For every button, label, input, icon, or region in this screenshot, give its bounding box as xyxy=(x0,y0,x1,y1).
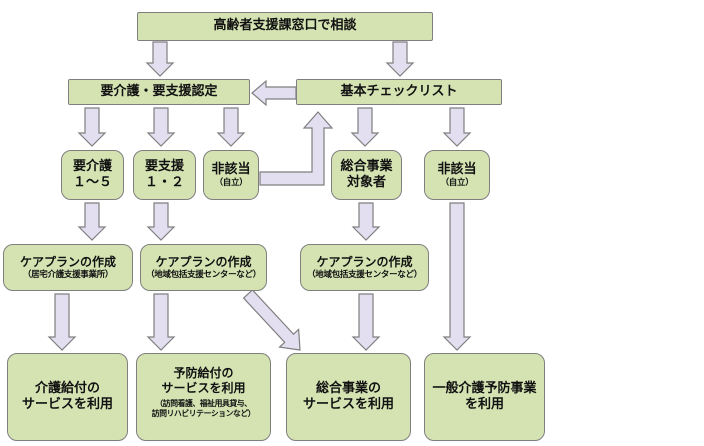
careplan-box-3: ケアプランの作成 （地域包括支援センターなど） xyxy=(300,244,429,291)
service-ippan-box: 一般介護予防事業 を利用 xyxy=(424,353,545,441)
not-applicable-1-line1: 非該当 xyxy=(211,161,251,177)
arrow-checklist-to-target xyxy=(350,107,380,147)
service-prevention-box: 予防給付の サービスを利用 （訪問看護、福祉用具貸与、 訪問リハビリテーションな… xyxy=(136,353,271,441)
not-applicable-box-1: 非該当 （自立） xyxy=(203,150,259,200)
careplan-box-1: ケアプランの作成 （居宅介護支援事業所） xyxy=(3,244,133,291)
service-prevention-line1: 予防給付の xyxy=(173,366,234,380)
consult-box: 高齢者支援課窓口で相談 xyxy=(137,12,433,41)
careplan-3-sub: （地域包括支援センターなど） xyxy=(307,269,422,280)
general-target-box: 総合事業 対象者 xyxy=(331,150,402,200)
service-prevention-note1: （訪問看護、福祉用具貸与、 xyxy=(155,399,252,408)
not-applicable-2-line2: （自立） xyxy=(440,178,474,189)
certification-label: 要介護・要支援認定 xyxy=(100,83,218,99)
service-prevention-line2: サービスを利用 xyxy=(161,381,246,395)
service-ippan-line2: を利用 xyxy=(464,397,504,412)
arrow-cert-to-support xyxy=(146,107,176,147)
not-applicable-1-line2: （自立） xyxy=(214,178,248,189)
arrow-cert-to-care xyxy=(77,107,107,147)
arrow-cert-to-nonapp xyxy=(216,107,246,147)
arrow-consult-to-checklist xyxy=(385,41,415,77)
service-general-line2: サービスを利用 xyxy=(302,397,394,412)
careplan-1-title: ケアプランの作成 xyxy=(19,254,116,269)
arrow-plan2-to-general-service xyxy=(242,289,301,351)
support-level-line1: 要支援 xyxy=(144,158,184,174)
service-prevention-note2: 訪問リハビリテーションなど） xyxy=(151,408,256,418)
arrow-nonapp-to-checklist xyxy=(259,111,334,186)
careplan-box-2: ケアプランの作成 （地域包括支援センターなど） xyxy=(140,244,267,291)
careplan-3-title: ケアプランの作成 xyxy=(316,254,413,269)
general-target-line2: 対象者 xyxy=(346,175,386,190)
careplan-1-sub: （居宅介護支援事業所） xyxy=(22,269,114,280)
not-applicable-2-line1: 非該当 xyxy=(437,161,477,177)
checklist-box: 基本チェックリスト xyxy=(296,79,502,105)
service-general-box: 総合事業の サービスを利用 xyxy=(286,353,411,441)
arrow-checklist-to-cert xyxy=(251,79,297,107)
careplan-2-title: ケアプランの作成 xyxy=(155,254,252,269)
certification-box: 要介護・要支援認定 xyxy=(68,79,250,105)
care-level-box: 要介護 １〜５ xyxy=(61,150,124,200)
care-level-line2: １〜５ xyxy=(72,175,112,190)
general-target-line1: 総合事業 xyxy=(340,158,393,174)
arrow-support-to-plan2 xyxy=(146,202,176,241)
arrow-consult-to-cert xyxy=(145,41,175,77)
arrow-plan1-to-care-service xyxy=(47,293,77,351)
not-applicable-box-2: 非該当 （自立） xyxy=(424,150,490,200)
service-care-line1: 介護給付の xyxy=(34,380,100,396)
arrow-plan2-to-prevention-service xyxy=(146,293,176,351)
service-care-box: 介護給付の サービスを利用 xyxy=(7,353,128,441)
service-ippan-line1: 一般介護予防事業 xyxy=(432,380,537,396)
support-level-line2: １・２ xyxy=(144,175,184,190)
checklist-label: 基本チェックリスト xyxy=(340,83,458,99)
consult-label: 高齢者支援課窓口で相談 xyxy=(213,18,357,34)
arrow-checklist-to-nonapp2 xyxy=(442,107,472,147)
careplan-2-sub: （地域包括支援センターなど） xyxy=(146,269,261,280)
service-care-line2: サービスを利用 xyxy=(21,397,113,412)
support-level-box: 要支援 １・２ xyxy=(133,150,196,200)
arrow-plan3-to-general-service xyxy=(351,293,381,351)
arrow-care-to-plan1 xyxy=(77,202,107,241)
arrow-target-to-plan3 xyxy=(351,202,381,241)
arrow-nonapp2-to-ippan xyxy=(442,202,472,351)
service-general-line1: 総合事業の xyxy=(315,380,381,396)
care-level-line1: 要介護 xyxy=(72,158,112,174)
